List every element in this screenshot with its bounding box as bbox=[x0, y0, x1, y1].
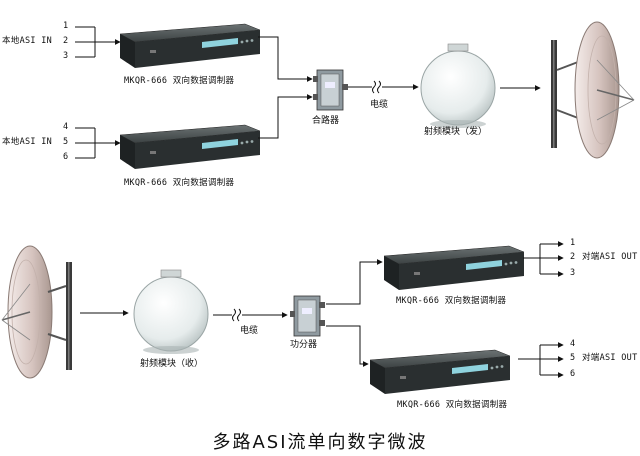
tx-group2-input-label: 本地ASI IN bbox=[2, 137, 53, 147]
tx-rf-module-label: 射频模块（发） bbox=[424, 127, 488, 137]
tx-cable-label: 电缆 bbox=[370, 100, 389, 110]
rack-modulator-icon bbox=[119, 124, 261, 169]
rack-modulator-icon bbox=[369, 349, 511, 394]
rf-module-dome-icon bbox=[420, 43, 496, 128]
tx-port-6: 6 bbox=[63, 152, 69, 162]
rx-cable bbox=[213, 308, 288, 322]
tx-port-4: 4 bbox=[63, 122, 69, 132]
rack-modulator-icon bbox=[383, 245, 525, 290]
diagram-title: 多路ASI流单向数字微波 bbox=[212, 432, 428, 453]
tx-port-3: 3 bbox=[63, 51, 69, 61]
tx-modulator-1-label: MKQR-666 双向数据调制器 bbox=[124, 76, 235, 86]
rx-group2-outputs bbox=[518, 342, 564, 378]
combiner-label: 合路器 bbox=[312, 116, 340, 126]
rack-modulator-icon bbox=[119, 23, 261, 68]
rx-port-6: 6 bbox=[570, 369, 576, 379]
tx-group2-inputs bbox=[75, 127, 121, 159]
tx-port-1: 1 bbox=[63, 21, 69, 31]
rf-module-dome-icon bbox=[133, 269, 209, 354]
rx-port-2: 2 bbox=[570, 252, 576, 262]
tx-port-2: 2 bbox=[63, 36, 69, 46]
rx-port-5: 5 bbox=[570, 353, 576, 363]
tx-modulator-2-label: MKQR-666 双向数据调制器 bbox=[124, 178, 235, 188]
tx-port-5: 5 bbox=[63, 137, 69, 147]
rx-port-4: 4 bbox=[570, 339, 576, 349]
combiner-box-icon bbox=[313, 69, 348, 111]
rx-group2-output-label: 对端ASI OUT bbox=[582, 353, 638, 363]
cable-squiggle-icon bbox=[232, 308, 241, 322]
rx-port-1: 1 bbox=[570, 238, 576, 248]
cable-squiggle-icon bbox=[372, 80, 381, 94]
rx-group1-output-label: 对端ASI OUT bbox=[582, 252, 638, 262]
splitter-label: 功分器 bbox=[290, 340, 318, 350]
dish-antenna-icon bbox=[551, 21, 635, 159]
splitter-to-modulator-lines bbox=[326, 259, 383, 367]
tx-cable bbox=[348, 80, 419, 94]
tx-group1-input-label: 本地ASI IN bbox=[2, 36, 53, 46]
rx-cable-label: 电缆 bbox=[240, 326, 259, 336]
rx-group1-outputs bbox=[523, 241, 564, 277]
combiner-box-icon bbox=[290, 295, 325, 337]
rx-modulator-2-label: MKQR-666 双向数据调制器 bbox=[397, 400, 508, 410]
rx-modulator-1-label: MKQR-666 双向数据调制器 bbox=[396, 296, 507, 306]
rx-rf-module-label: 射频模块（收） bbox=[140, 359, 204, 369]
dish-antenna-icon bbox=[1, 245, 72, 379]
tx-to-combiner-lines bbox=[258, 36, 313, 139]
rx-port-3: 3 bbox=[570, 268, 576, 278]
tx-group1-inputs bbox=[75, 26, 121, 58]
